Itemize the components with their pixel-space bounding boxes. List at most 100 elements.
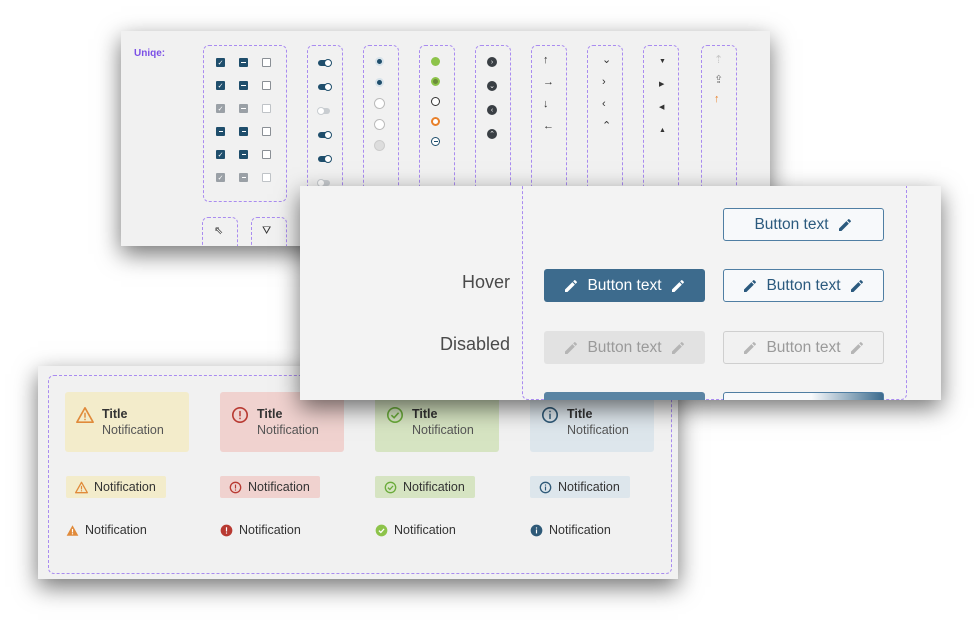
notification-message: Notification — [558, 480, 620, 494]
caret-down-icon[interactable]: ▼ — [659, 58, 666, 65]
notification-success-medium: Notification — [375, 476, 475, 498]
button-label: Button text — [754, 215, 829, 233]
checkbox-unchecked-icon[interactable] — [262, 58, 271, 67]
status-green-outline-icon — [431, 77, 440, 86]
circle-chevron-list: › ⌄ ‹ ⌃ — [487, 57, 497, 139]
primary-button-disabled: Button text — [544, 331, 705, 364]
warning-icon — [76, 406, 94, 424]
checkbox-small-indeterminate-icon[interactable] — [239, 127, 248, 136]
arrow-down-icon[interactable]: ↓ — [543, 98, 549, 110]
primary-button-loading[interactable] — [544, 392, 705, 400]
state-label-hover: Hover — [461, 272, 510, 292]
filter-tile — [251, 217, 287, 246]
radio-unselected-icon[interactable] — [374, 98, 385, 109]
notification-success-inline: Notification — [375, 523, 456, 537]
chevron-up-icon[interactable]: ⌃ — [602, 120, 612, 132]
warning-filled-icon — [66, 524, 79, 536]
radio-selected-icon[interactable] — [375, 78, 384, 87]
caret-list: ▼ ▶ ◀ ▲ — [659, 58, 669, 134]
button-label: Button text — [766, 276, 841, 294]
cursor-tile — [202, 217, 238, 246]
checkbox-indeterminate-disabled-icon — [239, 104, 248, 113]
notification-message: Notification — [549, 523, 611, 537]
upload-disabled-icon: ⇡ — [714, 54, 724, 66]
filter-icon[interactable]: ⛛ — [262, 225, 272, 237]
status-minus-icon — [431, 137, 440, 146]
pencil-icon — [850, 279, 863, 292]
success-icon — [384, 481, 397, 493]
notification-message: Notification — [94, 480, 156, 494]
checkbox-small-indeterminate-icon[interactable] — [239, 150, 248, 159]
pencil-icon — [850, 341, 863, 354]
checkbox-checked-icon[interactable]: ✓ — [216, 81, 225, 90]
checkbox-indeterminate-icon[interactable] — [239, 58, 248, 67]
state-label-disabled: Disabled — [439, 334, 510, 354]
pencil-icon — [744, 279, 757, 292]
radio-list — [374, 57, 385, 151]
circle-chevron-down-icon[interactable]: ⌄ — [487, 81, 497, 91]
toggle-on-icon[interactable] — [318, 59, 332, 67]
checkbox-small-unchecked-disabled-icon — [262, 173, 271, 182]
radio-disabled-icon — [374, 140, 385, 151]
pencil-icon — [671, 279, 684, 292]
chevron-down-icon[interactable]: ⌄ — [602, 54, 612, 66]
button-label: Button text — [587, 338, 662, 356]
primary-button-hover[interactable]: Button text — [544, 269, 705, 302]
notification-success-large: Title Notification — [375, 392, 499, 452]
toggle-on-icon[interactable] — [318, 83, 332, 91]
checkbox-small-indeterminate-icon[interactable] — [216, 127, 225, 136]
pencil-icon — [565, 341, 578, 354]
uniqe-label: Uniqe: — [134, 48, 166, 59]
circle-chevron-left-icon[interactable]: ‹ — [487, 105, 497, 115]
circle-chevron-right-icon[interactable]: › — [487, 57, 497, 67]
chevron-right-icon[interactable]: › — [602, 76, 606, 88]
checkbox-small-checked-icon[interactable]: ✓ — [216, 150, 225, 159]
pencil-icon — [565, 279, 578, 292]
circle-chevron-up-icon[interactable]: ⌃ — [487, 129, 497, 139]
checkbox-checked-icon[interactable]: ✓ — [216, 58, 225, 67]
chevron-left-icon[interactable]: ‹ — [602, 98, 606, 110]
toggle-list — [317, 59, 332, 187]
upload-list: ⇡ ⇪ ↑ — [714, 55, 726, 105]
checkbox-checked-disabled-icon: ✓ — [216, 104, 225, 113]
caret-up-icon[interactable]: ▲ — [659, 127, 666, 134]
notification-warning-medium: Notification — [66, 476, 166, 498]
outline-button-hover[interactable]: Button text — [723, 269, 884, 302]
error-icon — [231, 406, 249, 424]
notification-message: Notification — [248, 480, 310, 494]
arrow-right-icon[interactable]: → — [543, 76, 554, 88]
arrow-left-icon[interactable]: ← — [543, 120, 554, 132]
checkbox-unchecked-icon[interactable] — [262, 81, 271, 90]
caret-right-icon[interactable]: ▶ — [659, 81, 665, 88]
radio-selected-icon[interactable] — [375, 57, 384, 66]
outline-button-default[interactable]: Button text — [723, 208, 884, 241]
checkbox-small-unchecked-icon[interactable] — [262, 127, 271, 136]
notification-message: Notification — [394, 523, 456, 537]
arrow-up-icon[interactable]: ↑ — [543, 54, 549, 66]
cloud-upload-icon[interactable]: ⇪ — [714, 74, 724, 86]
notification-message: Notification — [239, 523, 301, 537]
caret-left-icon[interactable]: ◀ — [659, 104, 665, 111]
notification-warning-large: Title Notification — [65, 392, 189, 452]
pencil-icon — [744, 341, 757, 354]
success-icon — [386, 406, 404, 424]
info-filled-icon — [530, 524, 543, 536]
notification-error-inline: Notification — [220, 523, 301, 537]
toggle-off-icon[interactable] — [317, 107, 330, 115]
pencil-icon — [838, 218, 851, 231]
notification-message: Notification — [102, 423, 164, 437]
checkbox-indeterminate-icon[interactable] — [239, 81, 248, 90]
checkbox-group — [203, 45, 287, 202]
cursor-icon: ⇖ — [214, 225, 224, 237]
notification-title: Title — [412, 407, 438, 421]
radio-unselected-icon[interactable] — [374, 119, 385, 130]
toggle-on-icon[interactable] — [318, 131, 332, 139]
checkbox-small-unchecked-icon[interactable] — [262, 150, 271, 159]
notification-message: Notification — [567, 423, 629, 437]
notification-info-inline: Notification — [530, 523, 611, 537]
outline-button-loading[interactable] — [723, 392, 884, 400]
notification-title: Title — [567, 407, 593, 421]
upload-active-icon[interactable]: ↑ — [714, 93, 720, 105]
toggle-on-icon[interactable] — [318, 155, 332, 163]
status-orange-icon — [431, 117, 440, 126]
